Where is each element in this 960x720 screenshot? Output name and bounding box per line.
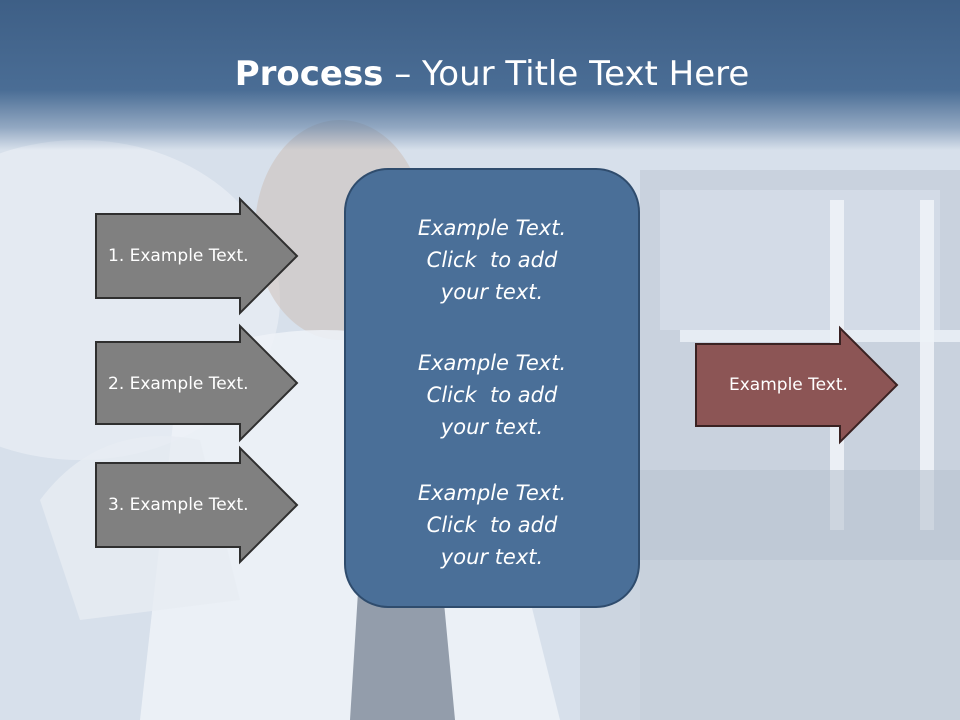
right-arrow[interactable] <box>695 325 899 445</box>
center-block-3-line1: Example Text. <box>417 481 567 505</box>
title-bold: Process <box>234 54 384 94</box>
center-block-1-line1: Example Text. <box>417 216 567 240</box>
center-block-1[interactable]: Example Text. Click to add your text. <box>344 212 640 308</box>
center-block-3-line2: Click to add <box>426 513 558 537</box>
center-block-1-line2: Click to add <box>426 248 558 272</box>
left-arrow-2[interactable] <box>95 323 299 443</box>
left-arrow-3-label: 3. Example Text. <box>108 495 249 515</box>
title-rest: – Your Title Text Here <box>383 54 750 94</box>
left-arrow-3[interactable] <box>95 445 299 565</box>
slide-title[interactable]: Process – Your Title Text Here <box>0 52 960 96</box>
left-arrow-1-label: 1. Example Text. <box>108 246 249 266</box>
center-block-3-line3: your text. <box>440 545 544 569</box>
right-arrow-label: Example Text. <box>729 375 848 395</box>
center-block-2-line1: Example Text. <box>417 351 567 375</box>
center-block-3[interactable]: Example Text. Click to add your text. <box>344 477 640 573</box>
title-band <box>0 0 960 150</box>
center-block-2-line2: Click to add <box>426 383 558 407</box>
center-block-1-line3: your text. <box>440 280 544 304</box>
left-arrow-1[interactable] <box>95 196 299 316</box>
left-arrow-2-label: 2. Example Text. <box>108 374 249 394</box>
center-text-box[interactable] <box>344 168 640 608</box>
center-block-2[interactable]: Example Text. Click to add your text. <box>344 347 640 443</box>
center-block-2-line3: your text. <box>440 415 544 439</box>
